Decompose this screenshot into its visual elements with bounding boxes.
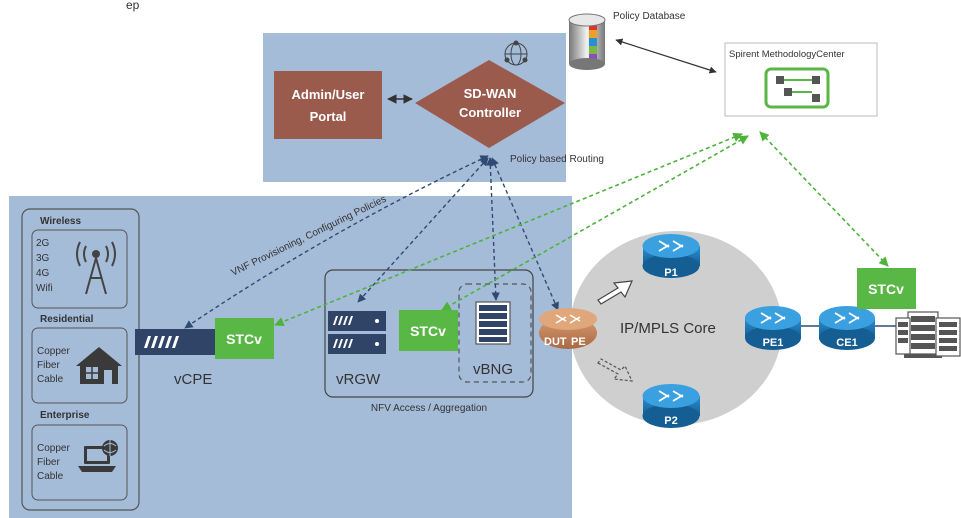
vbng-server-rack-icon xyxy=(475,301,511,345)
enterprise-title: Enterprise xyxy=(40,410,90,421)
route-arrow-down-icon xyxy=(597,358,633,382)
policy-routing-label: Policy based Routing xyxy=(510,154,604,165)
residential-title: Residential xyxy=(40,314,94,325)
wireless-box xyxy=(31,229,128,309)
vrgw-label: vRGW xyxy=(336,371,381,388)
nfv-stcv xyxy=(399,310,458,351)
ce1-router-icon xyxy=(819,306,875,350)
nfv-caption: NFV Access / Aggregation xyxy=(371,403,487,414)
pe1-label: PE1 xyxy=(763,337,784,349)
methodology-center-title: Spirent MethodologyCenter xyxy=(729,49,845,60)
p1-router-icon xyxy=(642,234,700,278)
pe-label: PE xyxy=(571,336,586,348)
vcpe-stcv-label: STCv xyxy=(226,331,262,347)
policy-database-label: Policy Database xyxy=(613,11,686,22)
dut-label: DUT xyxy=(544,336,567,348)
vcpe-ports xyxy=(144,336,179,348)
methodology-workflow-icon xyxy=(764,67,830,109)
wireless-item: 4G xyxy=(36,268,50,279)
residential-item: Copper xyxy=(37,346,70,357)
enterprise-box xyxy=(31,424,128,501)
sdwan-controller-diamond xyxy=(415,60,565,148)
p2-router-icon xyxy=(642,384,700,428)
p1-label: P1 xyxy=(664,267,677,279)
residential-item: Fiber xyxy=(37,360,60,371)
mc-nfv-stc-arrow xyxy=(441,135,749,311)
enterprise-item: Fiber xyxy=(37,457,60,468)
cell-tower-icon xyxy=(76,241,116,295)
dut-pe-router-icon xyxy=(539,308,597,349)
admin-portal-line2: Portal xyxy=(310,109,347,124)
wireless-item: 2G xyxy=(36,238,50,249)
residential-box xyxy=(31,327,128,404)
top-partial-text: ep xyxy=(126,0,140,12)
vbng-label: vBNG xyxy=(473,361,513,378)
house-icon xyxy=(76,347,122,384)
wireless-title: Wireless xyxy=(40,216,81,227)
admin-portal-line1: Admin/User xyxy=(292,87,365,102)
database-icon xyxy=(568,13,606,70)
vcpe-stcv xyxy=(215,318,274,359)
ce1-label: CE1 xyxy=(836,337,857,349)
wireless-item: Wifi xyxy=(36,283,53,294)
sdwan-line2: Controller xyxy=(459,105,521,120)
wireless-item: 3G xyxy=(36,253,50,264)
admin-portal-box xyxy=(274,71,382,139)
pe1-router-icon xyxy=(745,306,801,350)
globe-network-icon xyxy=(504,40,528,66)
mc-core-stc-arrow xyxy=(759,131,889,267)
residential-item: Cable xyxy=(37,374,64,385)
enterprise-item: Cable xyxy=(37,471,64,482)
access-types-box xyxy=(21,208,140,511)
db-mc-arrow xyxy=(615,38,717,74)
vrgw-server-icon xyxy=(328,311,386,354)
core-stcv-label: STCv xyxy=(868,281,904,297)
core-stcv xyxy=(857,268,916,309)
vcpe-label: vCPE xyxy=(174,371,212,388)
laptop-globe-icon xyxy=(78,440,118,472)
p2-label: P2 xyxy=(664,415,677,427)
nfv-stcv-label: STCv xyxy=(410,323,446,339)
server-stack-icon xyxy=(895,311,961,358)
sdwan-line1: SD-WAN xyxy=(464,86,517,101)
enterprise-item: Copper xyxy=(37,443,70,454)
mpls-core-label: IP/MPLS Core xyxy=(620,320,716,337)
